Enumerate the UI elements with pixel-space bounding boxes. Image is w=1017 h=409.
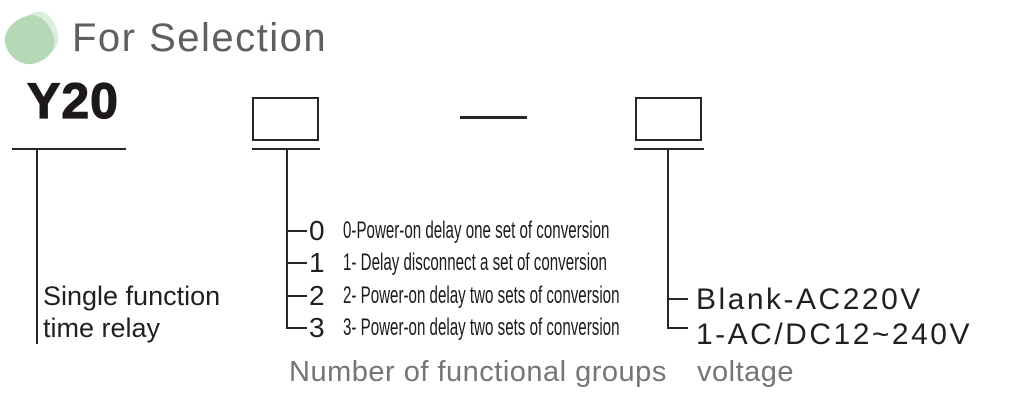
function-option-code: 3 [309,312,325,343]
voltage-branch-tick [667,327,688,329]
function-option-row: 2 2- Power-on delay two sets of conversi… [309,280,782,312]
function-branch-tick [286,295,307,297]
voltage-branch-tick [667,298,688,300]
function-option-code: 1 [309,247,325,278]
function-branch-tick [286,327,307,329]
function-option-row: 3 3- Power-on delay two sets of conversi… [309,312,782,344]
voltage-option-label: 1-AC/DC12~240V [696,318,972,351]
function-branch-tick [286,230,307,232]
function-option-description: 2- Power-on delay two sets of conversion [343,282,620,309]
function-option-description: 1- Delay disconnect a set of conversion [343,249,607,276]
function-branch-tick [286,262,307,264]
function-option-code: 0 [309,215,325,246]
separator-dash [460,116,527,119]
voltage-connector-line [667,148,669,329]
model-code: Y20 [26,73,119,129]
function-option-code: 2 [309,280,325,311]
model-description: Single function time relay [43,281,221,343]
voltage-box-underline [634,148,704,150]
voltage-digit-box [635,97,702,141]
model-connector-line [36,148,38,344]
voltage-option-label: Blank-AC220V [696,283,923,316]
function-option-description: 0-Power-on delay one set of conversion [343,217,610,244]
function-connector-line [286,148,288,329]
function-digit-caption: Number of functional groups [289,356,667,388]
section-title: For Selection [72,16,328,60]
model-underline [12,148,126,150]
function-option-row: 0 0-Power-on delay one set of conversion [309,215,766,247]
voltage-digit-caption: voltage [697,356,795,388]
function-option-description: 3- Power-on delay two sets of conversion [343,314,620,341]
function-option-row: 1 1- Delay disconnect a set of conversio… [309,247,762,279]
function-digit-box [252,97,319,141]
